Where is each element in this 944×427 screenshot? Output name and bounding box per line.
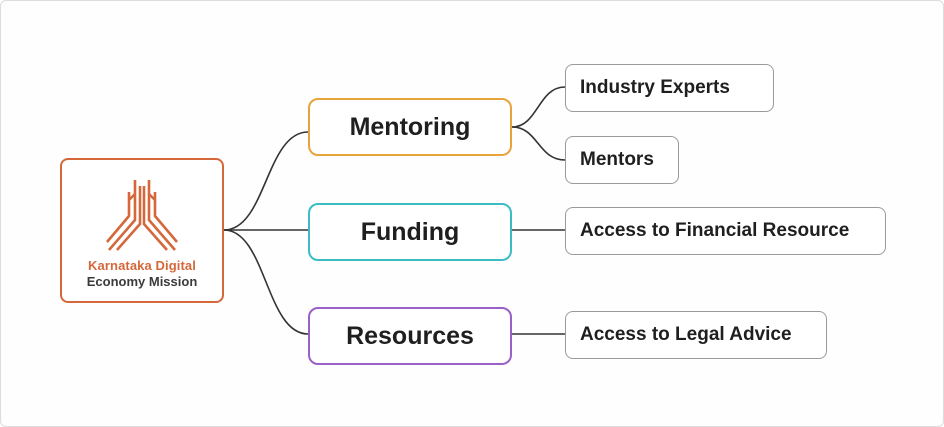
- leaf-node-legal-advice[interactable]: Access to Legal Advice: [565, 311, 827, 359]
- connector-mentoring-mentors: [511, 126, 566, 161]
- leaf-node-mentors[interactable]: Mentors: [565, 136, 679, 184]
- kdem-tower-logo-icon: [106, 180, 178, 251]
- leaf-node-financial-resource[interactable]: Access to Financial Resource: [565, 207, 886, 255]
- connector-root-mentoring: [223, 131, 309, 231]
- logo-text-line1: Karnataka Digital: [88, 258, 196, 273]
- branch-node-funding[interactable]: Funding: [308, 203, 512, 261]
- connector-root-resources: [223, 229, 309, 335]
- connector-mentoring-experts: [511, 86, 566, 128]
- root-node-kdem[interactable]: Karnataka Digital Economy Mission: [60, 158, 224, 303]
- logo-text-line2: Economy Mission: [86, 274, 198, 289]
- leaf-node-industry-experts[interactable]: Industry Experts: [565, 64, 774, 112]
- branch-node-resources[interactable]: Resources: [308, 307, 512, 365]
- branch-node-mentoring[interactable]: Mentoring: [308, 98, 512, 156]
